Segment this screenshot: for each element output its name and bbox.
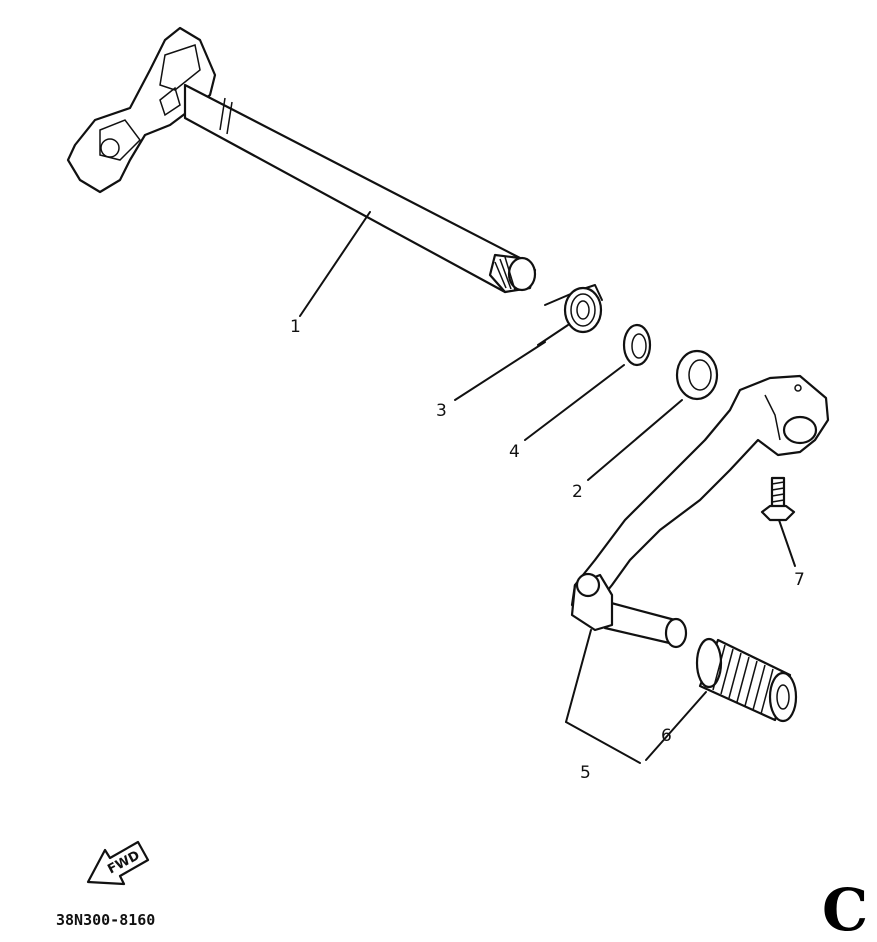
callout-7: 7 [794,570,805,590]
drawing-code: 38N300-8160 [56,911,155,929]
leader-5b [565,721,641,764]
corner-letter: C [822,876,868,942]
leader-6 [645,691,707,761]
callout-1: 1 [290,317,301,337]
callout-labels: 1 2 3 4 5 6 7 [290,317,805,783]
leader-7 [778,519,796,567]
leader-5a [565,629,592,723]
leader-3 [454,341,546,401]
leader-4 [524,364,625,441]
leader-lines [299,211,796,764]
callout-2: 2 [572,482,583,502]
torsion-spring-part [537,284,603,346]
circlip-part [622,323,652,367]
callout-5: 5 [580,763,591,783]
peg-rubber-part [695,637,798,723]
callout-4: 4 [509,442,520,462]
callout-3: 3 [436,401,447,421]
oil-seal-part [675,349,719,401]
callout-6: 6 [661,726,672,746]
shift-shaft-part [66,26,537,294]
shift-pedal-part [570,374,830,649]
fwd-arrow-icon: FWD [86,840,150,886]
bolt-part [760,476,796,522]
leader-2 [587,399,683,481]
leader-1 [299,211,371,317]
